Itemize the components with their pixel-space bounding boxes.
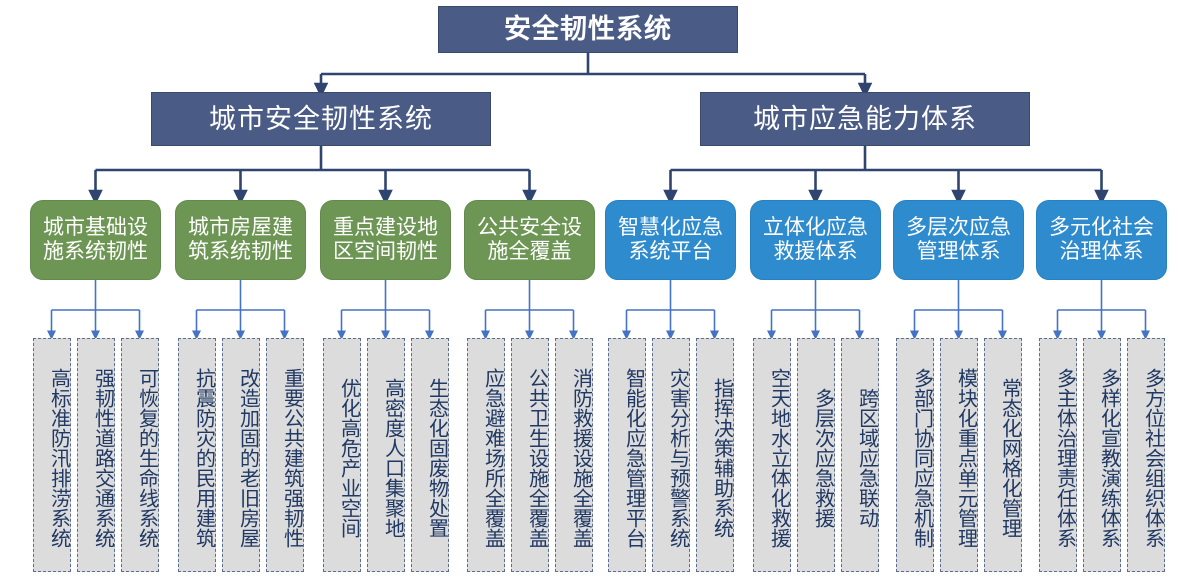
leaf-node-leaf-3-1[interactable]: 优化高危产业空间 xyxy=(322,338,361,572)
leaf-node-label: 应急避难场所全覆盖 xyxy=(481,368,505,548)
leaf-node-leaf-6-1[interactable]: 空天地水立体化救援 xyxy=(752,338,791,572)
level3-node-l3-infrastructure[interactable]: 城市基础设施系统韧性 xyxy=(30,200,161,280)
leaf-node-label: 可恢复的生命线系统 xyxy=(135,368,159,548)
leaf-node-label: 灾害分析与预警系统 xyxy=(666,368,690,548)
leaf-node-leaf-5-1[interactable]: 智能化应急管理平台 xyxy=(607,338,646,572)
level3-node-label: 多层次应急管理体系 xyxy=(906,216,1011,263)
leaf-node-label: 指挥决策辅助系统 xyxy=(710,378,734,538)
level2-node-label: 城市安全韧性系统 xyxy=(209,103,433,134)
leaf-node-leaf-8-1[interactable]: 多主体治理责任体系 xyxy=(1038,338,1077,572)
leaf-node-leaf-2-1[interactable]: 抗震防灾的民用建筑 xyxy=(177,338,216,572)
level3-node-l3-smart-platform[interactable]: 智慧化应急系统平台 xyxy=(605,200,736,280)
level3-node-label: 公共安全设施全覆盖 xyxy=(477,216,582,263)
leaf-node-label: 多部门协同应急机制 xyxy=(910,368,934,548)
level3-node-label: 城市房屋建筑系统韧性 xyxy=(188,216,293,263)
leaf-node-label: 模块化重点单元管理 xyxy=(954,368,978,548)
leaf-node-leaf-2-3[interactable]: 重要公共建筑强韧性 xyxy=(265,338,304,572)
leaf-node-leaf-8-3[interactable]: 多方位社会组织体系 xyxy=(1126,338,1165,572)
leaf-node-leaf-6-2[interactable]: 多层次应急救援 xyxy=(796,338,835,572)
leaf-node-leaf-4-1[interactable]: 应急避难场所全覆盖 xyxy=(466,338,505,572)
leaf-node-leaf-4-2[interactable]: 公共卫生设施全覆盖 xyxy=(510,338,549,572)
leaf-node-leaf-2-2[interactable]: 改造加固的老旧房屋 xyxy=(221,338,260,572)
leaf-node-label: 高密度人口集聚地 xyxy=(381,378,405,538)
level3-node-l3-management[interactable]: 多层次应急管理体系 xyxy=(893,200,1024,280)
leaf-node-label: 高标准防汛排涝系统 xyxy=(47,368,71,548)
leaf-node-label: 消防救援设施全覆盖 xyxy=(569,368,593,548)
leaf-node-leaf-6-3[interactable]: 跨区域应急联动 xyxy=(840,338,879,572)
leaf-node-leaf-3-3[interactable]: 生态化固废物处置 xyxy=(410,338,449,572)
leaf-node-leaf-1-3[interactable]: 可恢复的生命线系统 xyxy=(120,338,159,572)
leaf-node-label: 多主体治理责任体系 xyxy=(1053,368,1077,548)
level3-leaf-connectors xyxy=(47,280,1150,340)
level3-node-l3-rescue-system[interactable]: 立体化应急救援体系 xyxy=(750,200,881,280)
leaf-node-label: 公共卫生设施全覆盖 xyxy=(525,368,549,548)
leaf-node-label: 强韧性道路交通系统 xyxy=(91,368,115,548)
leaf-node-label: 优化高危产业空间 xyxy=(337,378,361,538)
level2-node-label: 城市应急能力体系 xyxy=(753,103,977,134)
leaf-node-leaf-5-2[interactable]: 灾害分析与预警系统 xyxy=(651,338,690,572)
level3-node-label: 城市基础设施系统韧性 xyxy=(43,216,148,263)
level3-node-label: 智慧化应急系统平台 xyxy=(618,216,723,263)
leaf-node-label: 改造加固的老旧房屋 xyxy=(236,368,260,548)
level3-node-label: 重点建设地区空间韧性 xyxy=(333,216,438,263)
leaf-node-label: 多方位社会组织体系 xyxy=(1141,368,1165,548)
leaf-node-leaf-1-1[interactable]: 高标准防汛排涝系统 xyxy=(32,338,71,572)
leaf-node-label: 重要公共建筑强韧性 xyxy=(280,368,304,548)
leaf-node-label: 多样化宣教演练体系 xyxy=(1097,368,1121,548)
root-node-label: 安全韧性系统 xyxy=(504,14,672,45)
leaf-node-leaf-5-3[interactable]: 指挥决策辅助系统 xyxy=(695,338,734,572)
leaf-node-leaf-8-2[interactable]: 多样化宣教演练体系 xyxy=(1082,338,1121,572)
leaf-node-label: 智能化应急管理平台 xyxy=(622,368,646,548)
leaf-node-leaf-7-1[interactable]: 多部门协同应急机制 xyxy=(895,338,934,572)
level2-node-l2-urban-safety[interactable]: 城市安全韧性系统 xyxy=(151,92,491,146)
leaf-node-leaf-4-3[interactable]: 消防救援设施全覆盖 xyxy=(554,338,593,572)
level3-node-l3-buildings[interactable]: 城市房屋建筑系统韧性 xyxy=(175,200,306,280)
level3-node-l3-key-areas[interactable]: 重点建设地区空间韧性 xyxy=(320,200,451,280)
level3-node-l3-governance[interactable]: 多元化社会治理体系 xyxy=(1036,200,1167,280)
root-node[interactable]: 安全韧性系统 xyxy=(438,6,738,53)
leaf-node-label: 多层次应急救援 xyxy=(811,388,835,528)
level3-node-label: 多元化社会治理体系 xyxy=(1049,216,1154,263)
level3-node-label: 立体化应急救援体系 xyxy=(763,216,868,263)
leaf-node-leaf-3-2[interactable]: 高密度人口集聚地 xyxy=(366,338,405,572)
leaf-node-leaf-1-2[interactable]: 强韧性道路交通系统 xyxy=(76,338,115,572)
leaf-node-leaf-7-2[interactable]: 模块化重点单元管理 xyxy=(939,338,978,572)
leaf-node-label: 跨区域应急联动 xyxy=(855,388,879,528)
leaf-node-label: 抗震防灾的民用建筑 xyxy=(192,368,216,548)
leaf-node-leaf-7-3[interactable]: 常态化网格化管理 xyxy=(983,338,1022,572)
leaf-node-label: 空天地水立体化救援 xyxy=(767,368,791,548)
leaf-node-label: 生态化固废物处置 xyxy=(425,378,449,538)
leaf-node-label: 常态化网格化管理 xyxy=(998,378,1022,538)
level2-node-l2-emergency-capacity[interactable]: 城市应急能力体系 xyxy=(700,92,1030,146)
level3-node-l3-public-safety[interactable]: 公共安全设施全覆盖 xyxy=(464,200,595,280)
